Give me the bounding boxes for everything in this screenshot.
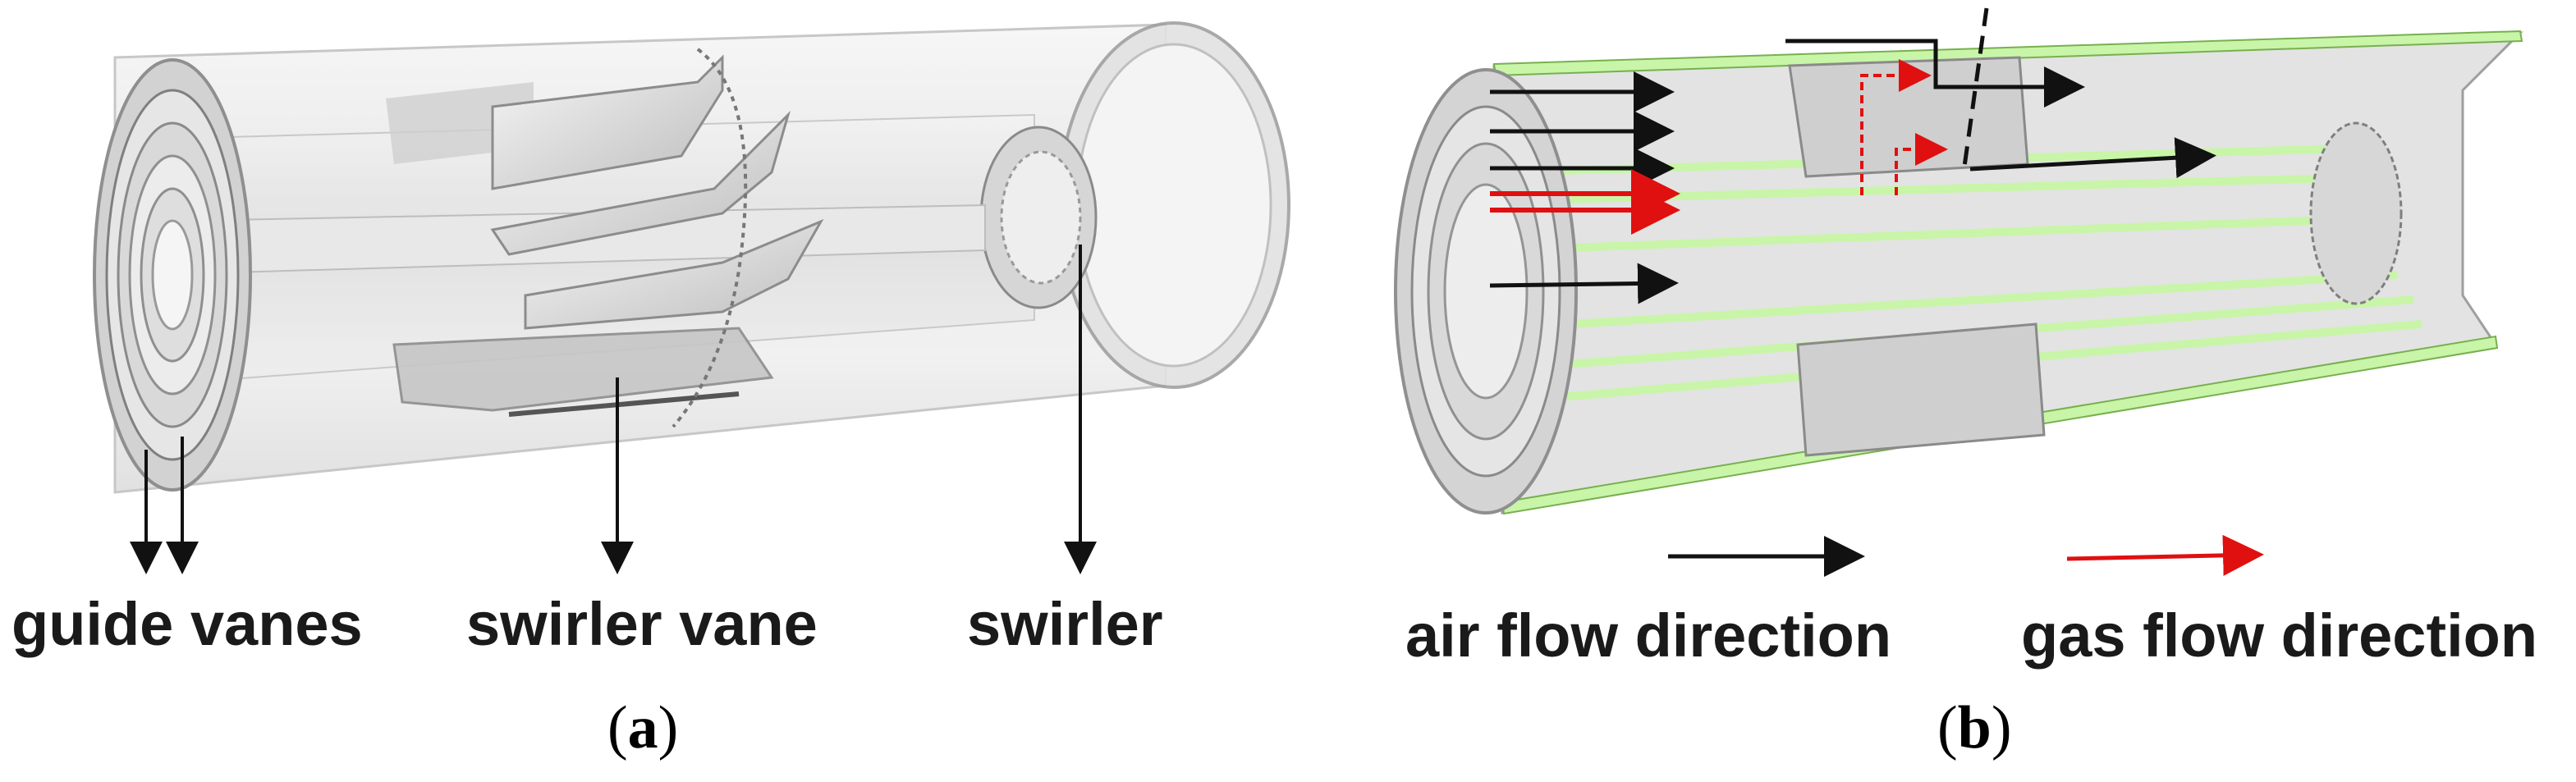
caption-a-open: ( [607,694,628,761]
caption-b-letter: b [1957,694,1992,761]
cut-section-strips [1498,144,2422,406]
label-swirler: swirler [967,590,1163,658]
air-flow-arrows [1489,39,2216,304]
panel-b-drawing [1394,7,2523,577]
vane-block-bottom [1796,322,2046,457]
swirler-vanes [386,48,824,428]
panel-a-drawing [93,21,1290,574]
inlet-rings [1394,68,1578,514]
guide-vanes-rings [93,58,252,492]
caption-a-letter: a [627,694,658,761]
caption-b-close: ) [1991,694,2012,761]
legend-gas-arrow [2066,534,2264,576]
caption-b: (b) [1937,693,2011,763]
label-guide-vanes: guide vanes [11,590,363,658]
legend-air-label: air flow direction [1405,601,1892,670]
label-swirler-vane: swirler vane [466,590,818,658]
caption-a: (a) [607,693,678,763]
gas-flow-arrows [1490,59,1948,235]
caption-a-close: ) [658,694,679,761]
swirler-right [2309,121,2403,305]
caption-b-open: ( [1937,694,1958,761]
vane-block-top [1788,56,2029,178]
legend-gas-label: gas flow direction [2021,601,2538,670]
